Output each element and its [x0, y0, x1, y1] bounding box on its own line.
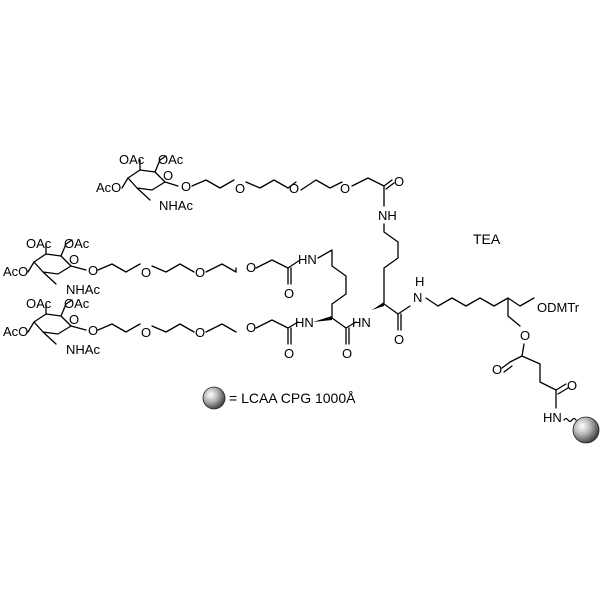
galnac-sugar-top: OAc OAc AcO O O NHAc O [96, 152, 289, 213]
carbonyl-oxygen-label: O [284, 346, 294, 361]
carbonyl-oxygen-label: O [342, 346, 352, 361]
amide-hn-label: HN [543, 410, 562, 425]
oac-label: OAc [64, 236, 90, 251]
peg-oxygen-label: O [235, 181, 245, 196]
anomeric-oxygen-label: O [88, 263, 98, 278]
peg-linker-top: O O O NH [287, 174, 404, 285]
aco-label: AcO [3, 264, 28, 279]
peg-oxygen-label: O [340, 181, 350, 196]
peg-oxygen-label: O [195, 325, 205, 340]
galnac-sugar-bottom: OAc OAc AcO O O NHAc O [3, 296, 195, 357]
carbonyl-oxygen-label: O [394, 174, 404, 189]
aco-label: AcO [96, 180, 121, 195]
cpg-bead-icon [572, 416, 600, 444]
ring-oxygen-label: O [69, 312, 79, 327]
peg-linker-bottom: O O O HN [195, 315, 314, 361]
odmtr-label: ODMTr [537, 300, 580, 315]
carbonyl-oxygen-label: O [492, 362, 502, 377]
amide-hn-label: HN [298, 252, 317, 267]
carbonyl-oxygen-label: O [567, 378, 577, 393]
amide-hn-label: HN [295, 315, 314, 330]
peg-oxygen-label: O [195, 265, 205, 280]
amide-nh-label: NH [378, 208, 397, 223]
oac-label: OAc [26, 236, 52, 251]
legend: = LCAA CPG 1000Å [202, 386, 356, 410]
ester-oxygen-label: O [520, 328, 530, 343]
carbonyl-oxygen-label: O [394, 332, 404, 347]
nhac-label: NHAc [159, 198, 193, 213]
nhac-label: NHAc [66, 282, 100, 297]
peg-oxygen-label: O [289, 181, 299, 196]
peg-oxygen-label: O [141, 325, 151, 340]
amide-n-label: N [413, 290, 422, 305]
oac-label: OAc [26, 296, 52, 311]
galnac-sugar-middle: OAc OAc AcO O O NHAc O [3, 236, 195, 297]
nhac-label: NHAc [66, 342, 100, 357]
legend-text: = LCAA CPG 1000Å [229, 390, 356, 406]
amide-hn-label: HN [352, 315, 371, 330]
ring-oxygen-label: O [163, 168, 173, 183]
ring-oxygen-label: O [69, 252, 79, 267]
anomeric-oxygen-label: O [88, 323, 98, 338]
counterion-label: TEA [473, 231, 501, 247]
oac-label: OAc [119, 152, 145, 167]
peg-oxygen-label: O [246, 260, 256, 275]
peg-oxygen-label: O [141, 265, 151, 280]
oac-label: OAc [158, 152, 184, 167]
lysine-core: O HN O H N [313, 274, 424, 361]
anomeric-oxygen-label: O [181, 179, 191, 194]
carbonyl-oxygen-label: O [284, 286, 294, 301]
peg-oxygen-label: O [246, 320, 256, 335]
oac-label: OAc [64, 296, 90, 311]
cpg-bead-legend-icon [202, 386, 226, 410]
amide-h-label: H [415, 274, 424, 289]
aco-label: AcO [3, 324, 28, 339]
peg-linker-middle: O O O HN [195, 249, 347, 319]
hexyl-linker: ODMTr O O O HN [425, 297, 580, 425]
